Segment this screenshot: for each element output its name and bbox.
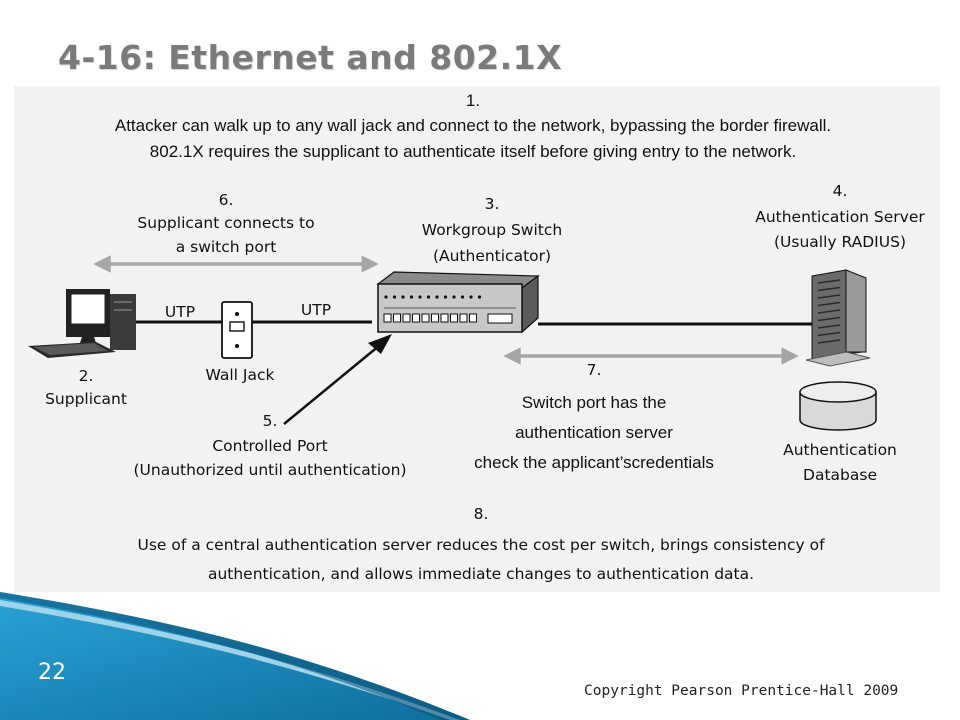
step3-line1: Workgroup Switch [421, 221, 563, 239]
switch-led [426, 295, 431, 299]
step1-line2: 802.1X requires the supplicant to authen… [149, 142, 797, 161]
server-bay [817, 316, 841, 322]
switch-led [384, 295, 388, 299]
step4-line2: (Usually RADIUS) [774, 233, 906, 251]
slide-number: 22 [38, 660, 66, 685]
switch-port [440, 313, 449, 323]
utp-label-right: UTP [300, 301, 332, 319]
switch-led [392, 295, 397, 299]
switch-port [412, 313, 420, 323]
step4-line1: Authentication Server [755, 208, 925, 226]
copyright-notice: Copyright Pearson Prentice-Hall 2009 [584, 683, 899, 699]
switch-port [459, 313, 468, 323]
diagram-panel [14, 86, 940, 592]
step7-line2: authentication server [515, 423, 673, 442]
switch-port [421, 313, 430, 323]
step6-number: 6. [218, 191, 234, 209]
database-label-line2: Database [803, 466, 877, 484]
step7-line3: check the applicant’scredentials [474, 453, 714, 472]
network-switch-icon [376, 271, 540, 334]
server-bay [817, 331, 841, 337]
corner-wave-decoration [0, 592, 470, 720]
switch-led [435, 295, 439, 299]
switch-led [452, 295, 456, 299]
step3-number: 3. [484, 195, 500, 213]
server-bay [817, 286, 841, 292]
switch-port [469, 313, 477, 323]
slide-title: 4-16: Ethernet and 802.1X [58, 38, 563, 77]
switch-led [418, 295, 422, 299]
step4-number: 4. [832, 182, 848, 200]
step6-line1: Supplicant connects to [137, 214, 315, 232]
wall-jack-icon [221, 301, 253, 359]
switch-led [401, 295, 405, 299]
step7-line1: Switch port has the [521, 393, 667, 412]
step8-line2: authentication, and allows immediate cha… [207, 565, 755, 583]
server-drive-bays [817, 279, 841, 344]
switch-led [460, 295, 465, 299]
server-bay [817, 324, 841, 329]
step6-line2: a switch port [175, 238, 277, 256]
switch-led [469, 295, 473, 299]
step8-number: 8. [473, 505, 489, 523]
desktop-computer-icon [28, 289, 136, 358]
step5-line1: Controlled Port [212, 437, 328, 455]
switch-led [409, 295, 414, 299]
switch-port [383, 313, 392, 323]
switch-ports [383, 313, 513, 324]
database-cylinder-icon [799, 381, 877, 431]
server-bay [817, 279, 841, 284]
utp-label-left: UTP [164, 303, 196, 321]
step1-number: 1. [465, 91, 481, 110]
server-bay [817, 301, 841, 307]
wall-jack-label: Wall Jack [205, 366, 275, 384]
server-bay [817, 309, 841, 314]
step2-number: 2. [78, 367, 94, 385]
step5-line2: (Unauthorized until authentication) [133, 461, 407, 479]
server-bay [817, 294, 841, 299]
tower-server-icon [805, 269, 871, 367]
step8-line1: Use of a central authentication server r… [137, 536, 825, 554]
switch-port [450, 313, 458, 323]
controlled-port-pointer [283, 334, 392, 425]
switch-port [402, 313, 411, 323]
switch-port [431, 313, 439, 323]
server-bay [817, 339, 841, 344]
step5-number: 5. [262, 412, 278, 430]
step2-label: Supplicant [45, 390, 127, 408]
switch-status-leds [384, 295, 482, 299]
switch-uplink-port [487, 313, 513, 324]
step3-line2: (Authenticator) [432, 247, 552, 265]
step1-line1: Attacker can walk up to any wall jack an… [114, 116, 832, 135]
switch-port [393, 313, 401, 323]
switch-led [477, 295, 482, 299]
step7-number: 7. [586, 361, 602, 379]
switch-led [443, 295, 448, 299]
database-label-line1: Authentication [783, 441, 897, 459]
